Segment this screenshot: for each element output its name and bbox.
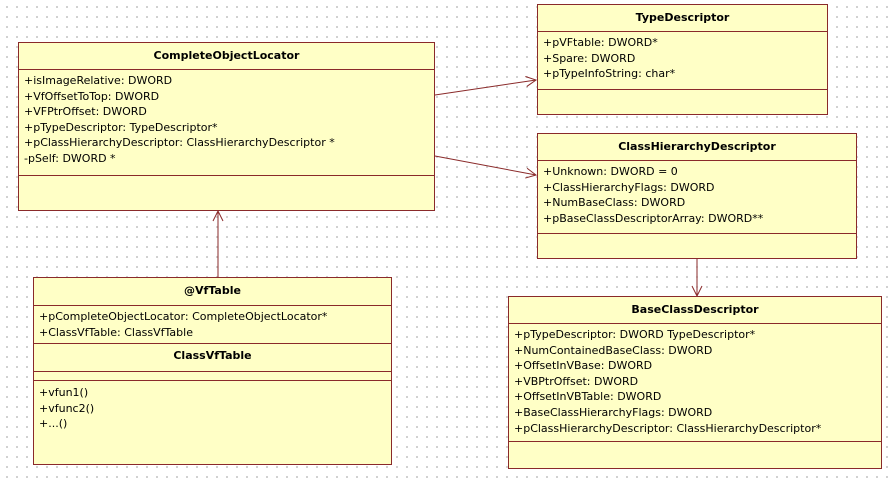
nested-attributes-section: [34, 372, 391, 381]
class-type-descriptor[interactable]: TypeDescriptor +pVFtable: DWORD* +Spare:…: [537, 4, 828, 115]
attribute: +pVFtable: DWORD*: [543, 36, 658, 49]
attribute: +BaseClassHierarchyFlags: DWORD: [514, 405, 713, 419]
attribute: +pTypeDescriptor: TypeDescriptor*: [24, 120, 218, 134]
class-complete-object-locator[interactable]: CompleteObjectLocator +isImageRelative: …: [18, 42, 435, 211]
class-name: @VfTable: [34, 278, 391, 306]
association-locator-to-classhierarchydescriptor[interactable]: [434, 155, 538, 179]
attribute: +pCompleteObjectLocator: CompleteObjectL…: [39, 310, 328, 323]
attribute: +VBPtrOffset: DWORD: [514, 374, 639, 388]
association-locator-to-typedescriptor[interactable]: [434, 76, 538, 96]
attribute: +pClassHierarchyDescriptor: ClassHierarc…: [24, 136, 335, 150]
operation: +vfun1(): [39, 386, 89, 399]
attribute: +OffsetInVBTable: DWORD: [514, 390, 662, 404]
attribute: +pTypeDescriptor: DWORD TypeDescriptor*: [514, 328, 756, 341]
attribute: +OffsetInVBase: DWORD: [514, 359, 653, 373]
attributes-section: +pVFtable: DWORD* +Spare: DWORD +pTypeIn…: [538, 32, 827, 90]
attribute: +pBaseClassDescriptorArray: DWORD**: [543, 211, 764, 225]
operations-section: [509, 442, 881, 468]
attribute: +NumContainedBaseClass: DWORD: [514, 343, 713, 357]
attribute: +ClassVfTable: ClassVfTable: [39, 325, 193, 339]
operations-section: [538, 234, 856, 258]
operation: +vfunc2(): [39, 401, 95, 415]
class-name: BaseClassDescriptor: [509, 297, 881, 324]
attributes-section: +pTypeDescriptor: DWORD TypeDescriptor* …: [509, 324, 881, 442]
operations-section: [19, 176, 434, 210]
attribute: +Unknown: DWORD = 0: [543, 165, 678, 178]
class-name: CompleteObjectLocator: [19, 43, 434, 70]
attribute: +isImageRelative: DWORD: [24, 74, 173, 87]
attributes-section: +isImageRelative: DWORD +VfOffsetToTop: …: [19, 70, 434, 176]
class-base-class-descriptor[interactable]: BaseClassDescriptor +pTypeDescriptor: DW…: [508, 296, 882, 469]
class-vftable[interactable]: @VfTable +pCompleteObjectLocator: Comple…: [33, 277, 392, 465]
nested-class-name: ClassVfTable: [34, 344, 391, 372]
attribute: +NumBaseClass: DWORD: [543, 196, 686, 210]
class-name: ClassHierarchyDescriptor: [538, 134, 856, 161]
operations-section: +vfun1() +vfunc2() +...(): [34, 381, 391, 464]
attribute: +pTypeInfoString: char*: [543, 67, 676, 81]
attribute: +VFPtrOffset: DWORD: [24, 105, 147, 119]
operations-section: [538, 90, 827, 114]
attributes-section: +Unknown: DWORD = 0 +ClassHierarchyFlags…: [538, 161, 856, 234]
attribute: +pClassHierarchyDescriptor: ClassHierarc…: [514, 421, 822, 435]
attribute: +Spare: DWORD: [543, 51, 636, 65]
attribute: -pSelf: DWORD *: [24, 151, 116, 165]
class-class-hierarchy-descriptor[interactable]: ClassHierarchyDescriptor +Unknown: DWORD…: [537, 133, 857, 259]
class-name: TypeDescriptor: [538, 5, 827, 32]
attributes-section: +pCompleteObjectLocator: CompleteObjectL…: [34, 306, 391, 344]
attribute: +VfOffsetToTop: DWORD: [24, 89, 160, 103]
operation: +...(): [39, 417, 68, 431]
attribute: +ClassHierarchyFlags: DWORD: [543, 180, 715, 194]
